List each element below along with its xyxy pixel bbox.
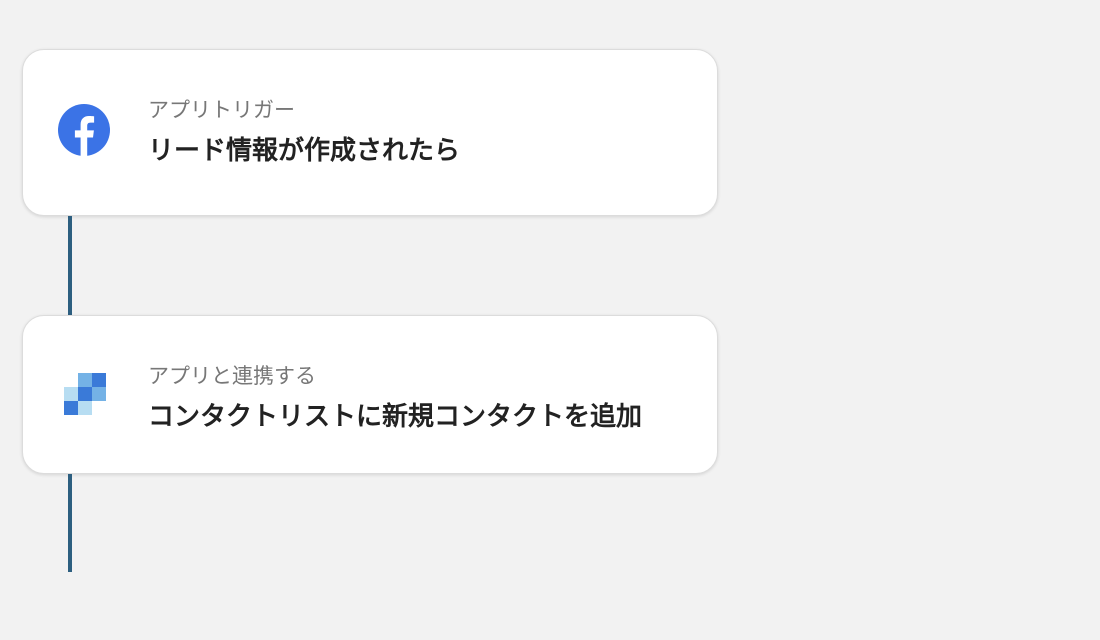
action-step-card[interactable]: アプリと連携する コンタクトリストに新規コンタクトを追加 bbox=[22, 315, 718, 474]
flow-connector bbox=[68, 216, 72, 315]
step-type-label: アプリトリガー bbox=[148, 98, 295, 122]
step-type-label: アプリと連携する bbox=[148, 364, 316, 388]
trigger-step-card[interactable]: アプリトリガー リード情報が作成されたら bbox=[22, 49, 718, 216]
mosaic-app-icon bbox=[64, 373, 106, 415]
step-title: リード情報が作成されたら bbox=[148, 136, 461, 166]
flow-connector bbox=[68, 474, 72, 572]
step-title: コンタクトリストに新規コンタクトを追加 bbox=[148, 402, 643, 432]
facebook-icon bbox=[58, 104, 110, 156]
